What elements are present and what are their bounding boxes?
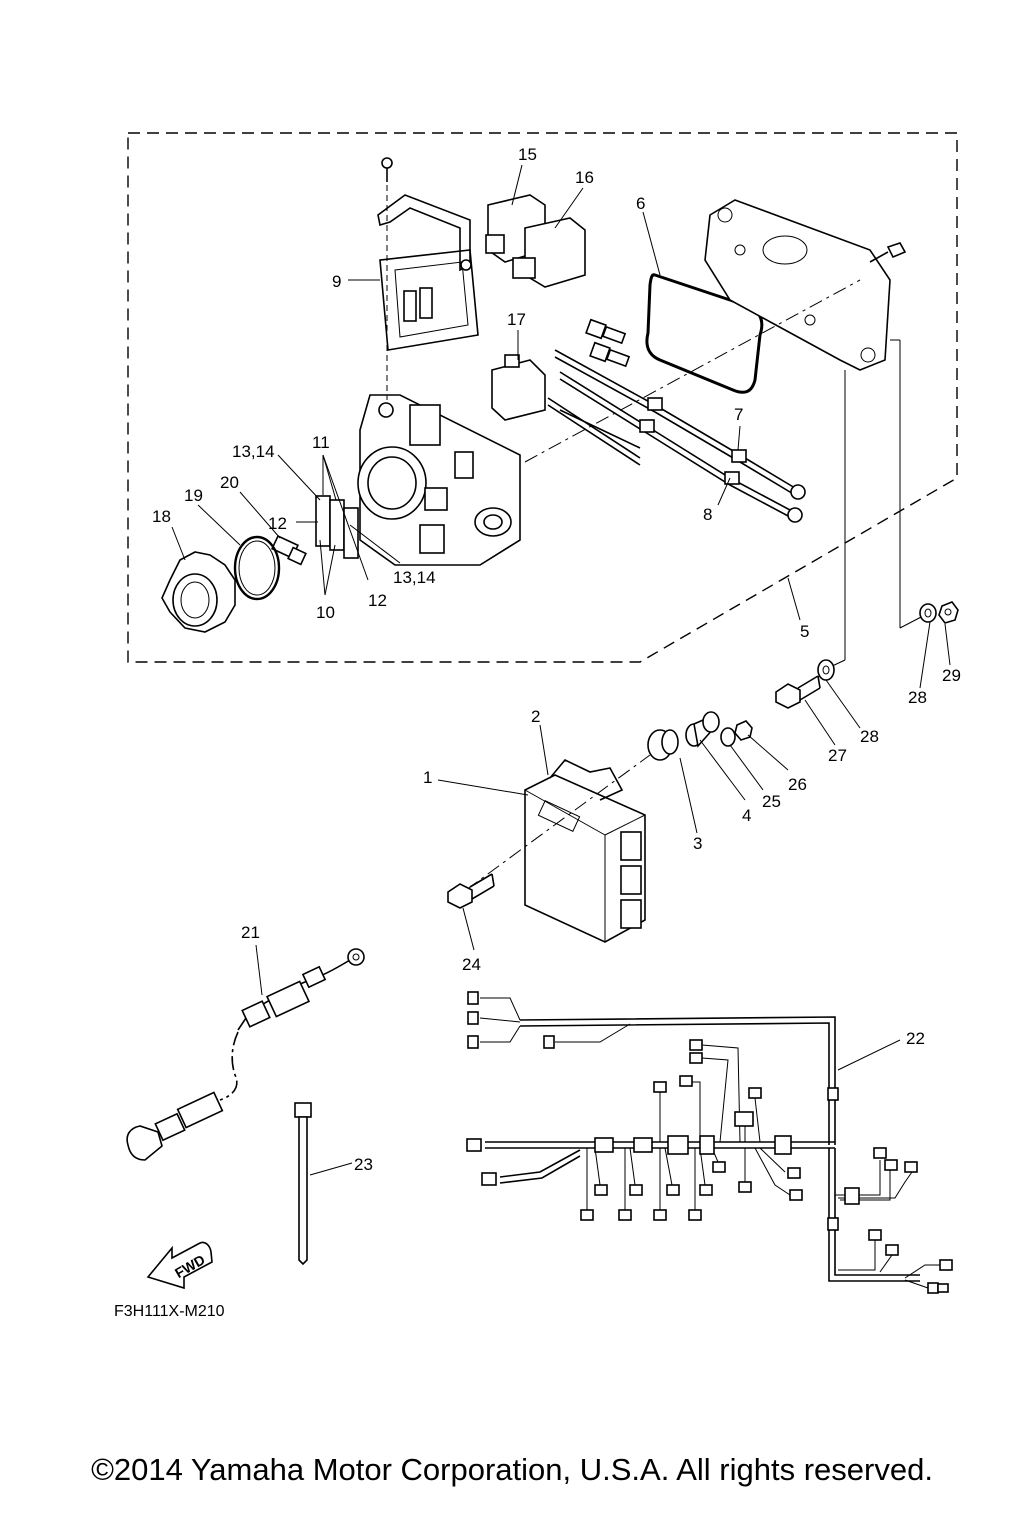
ecu-1[interactable] — [524, 759, 646, 943]
nut-26[interactable] — [734, 720, 753, 741]
part-label-19: 19 — [184, 486, 203, 505]
part-label-16: 16 — [575, 168, 594, 187]
part-label-12-right: 12 — [368, 591, 387, 610]
gasket-6[interactable] — [645, 273, 764, 394]
part-label-7: 7 — [734, 405, 743, 424]
cover-9[interactable] — [379, 249, 479, 351]
connector-set[interactable] — [315, 495, 359, 559]
part-label-17: 17 — [507, 310, 526, 329]
part-label-21: 21 — [241, 923, 260, 942]
part-label-3: 3 — [693, 834, 702, 853]
part-label-20: 20 — [220, 473, 239, 492]
fitting-lower[interactable] — [589, 341, 631, 368]
part-label-4: 4 — [742, 806, 751, 825]
part-label-5: 5 — [800, 622, 809, 641]
leaders-upper — [171, 164, 801, 621]
collar-4[interactable] — [685, 711, 720, 748]
part-label-2: 2 — [531, 707, 540, 726]
clip-20[interactable] — [271, 534, 307, 566]
part-label-13-14-upper: 13,14 — [232, 442, 275, 461]
relay-16[interactable] — [512, 217, 586, 288]
bolt-plate[interactable] — [869, 242, 907, 263]
sensor-17[interactable] — [491, 354, 546, 421]
part-label-1: 1 — [423, 768, 432, 787]
part-label-6: 6 — [636, 194, 645, 213]
throttle-body[interactable] — [357, 394, 521, 566]
part-label-24: 24 — [462, 955, 481, 974]
part-label-23: 23 — [354, 1155, 373, 1174]
fitting-upper[interactable] — [585, 318, 627, 345]
part-label-11: 11 — [312, 433, 330, 452]
part-label-12-left: 12 — [268, 514, 287, 533]
fwd-arrow-icon: FWD — [146, 1241, 213, 1290]
screw-top[interactable] — [381, 157, 393, 182]
mounting-plate[interactable] — [704, 199, 891, 371]
bolt-24[interactable] — [447, 873, 495, 909]
wire-harness-22[interactable] — [466, 991, 953, 1294]
hose-7[interactable] — [554, 349, 806, 500]
washer-25[interactable] — [720, 727, 736, 747]
part-label-28-center: 28 — [860, 727, 879, 746]
hose-8[interactable] — [559, 371, 803, 523]
part-label-9: 9 — [332, 272, 341, 291]
part-label-29: 29 — [942, 666, 961, 685]
figure-code: F3H111X-M210 — [114, 1303, 225, 1320]
knob-18[interactable] — [161, 551, 236, 633]
part-label-28-right: 28 — [908, 688, 927, 707]
part-label-8: 8 — [703, 505, 712, 524]
assembly-boundary — [127, 132, 958, 663]
part-label-27: 27 — [828, 746, 847, 765]
bracket[interactable] — [377, 194, 472, 272]
part-label-22: 22 — [906, 1029, 925, 1048]
copyright-notice: ©2014 Yamaha Motor Corporation, U.S.A. A… — [91, 1452, 933, 1487]
part-label-15: 15 — [518, 145, 537, 164]
washer-28-center[interactable] — [817, 659, 835, 681]
part-label-25: 25 — [762, 792, 781, 811]
part-label-13-14-lower: 13,14 — [393, 568, 436, 587]
cable-tie-23[interactable] — [294, 1102, 312, 1266]
cable-21[interactable] — [126, 948, 365, 1161]
part-label-10: 10 — [316, 603, 335, 622]
grommet-3[interactable] — [647, 729, 679, 761]
nut-29[interactable] — [938, 601, 959, 624]
part-label-18: 18 — [152, 507, 171, 526]
washer-28-right[interactable] — [919, 603, 937, 623]
part-label-26: 26 — [788, 775, 807, 794]
bolt-27[interactable] — [775, 675, 821, 709]
oring-19[interactable] — [233, 535, 281, 601]
hose-short[interactable] — [547, 397, 641, 466]
